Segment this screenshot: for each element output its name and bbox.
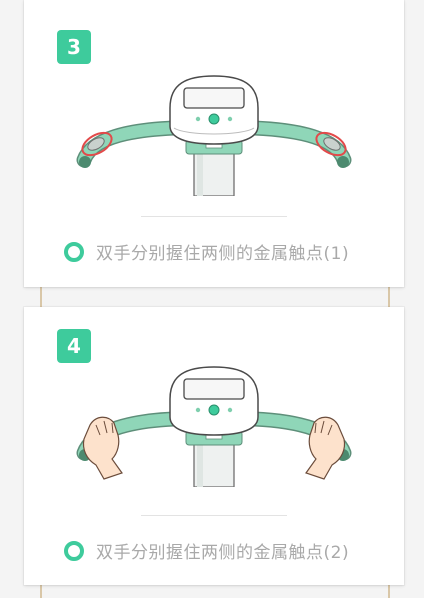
contact-highlight-left bbox=[81, 131, 113, 157]
hanging-rope-left bbox=[40, 580, 42, 598]
right-hand-icon bbox=[305, 416, 346, 480]
body-scale-hands-illustration bbox=[76, 366, 352, 487]
step-number-badge: 3 bbox=[57, 30, 91, 64]
step-caption: 双手分别握住两侧的金属触点(2) bbox=[64, 538, 349, 563]
hanging-rope-right bbox=[388, 283, 390, 313]
radio-icon bbox=[64, 540, 84, 561]
contact-highlight-right bbox=[315, 131, 347, 157]
body-scale-handles-illustration bbox=[76, 75, 352, 196]
step-caption-text: 双手分别握住两侧的金属触点(1) bbox=[96, 244, 350, 264]
step-card: 4 bbox=[24, 307, 404, 585]
divider bbox=[141, 216, 287, 217]
step-number-badge: 4 bbox=[57, 329, 91, 363]
step-card: 3 bbox=[24, 0, 404, 287]
hanging-rope-left bbox=[40, 283, 42, 313]
radio-icon bbox=[64, 241, 84, 262]
hanging-rope-right bbox=[388, 580, 390, 598]
left-hand-icon bbox=[82, 416, 123, 480]
divider bbox=[141, 515, 287, 516]
step-caption: 双手分别握住两侧的金属触点(1) bbox=[64, 239, 349, 264]
step-caption-text: 双手分别握住两侧的金属触点(2) bbox=[96, 543, 350, 563]
